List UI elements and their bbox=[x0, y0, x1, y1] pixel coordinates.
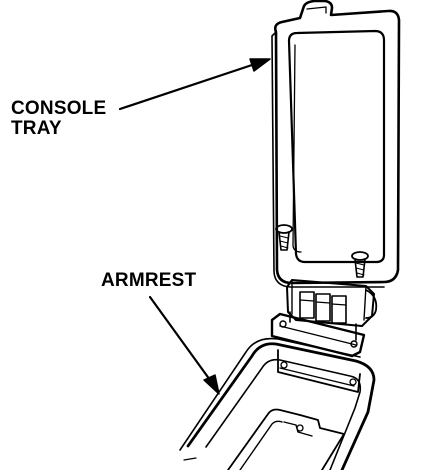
lid-screw-left bbox=[275, 224, 293, 251]
console-tray-label: CONSOLE TRAY bbox=[11, 99, 106, 139]
console-tray-leader-arrow bbox=[118, 58, 271, 111]
console-tray-label-line2: TRAY bbox=[11, 118, 62, 139]
console-tray-lid bbox=[271, 0, 401, 288]
armrest-leader-arrow bbox=[148, 295, 220, 395]
armrest-body bbox=[179, 337, 376, 470]
console-tray-label-line1: CONSOLE bbox=[11, 98, 107, 119]
lid-screw-right bbox=[351, 251, 369, 278]
hinge-assembly bbox=[270, 279, 378, 358]
armrest-label: ARMREST bbox=[101, 270, 197, 291]
